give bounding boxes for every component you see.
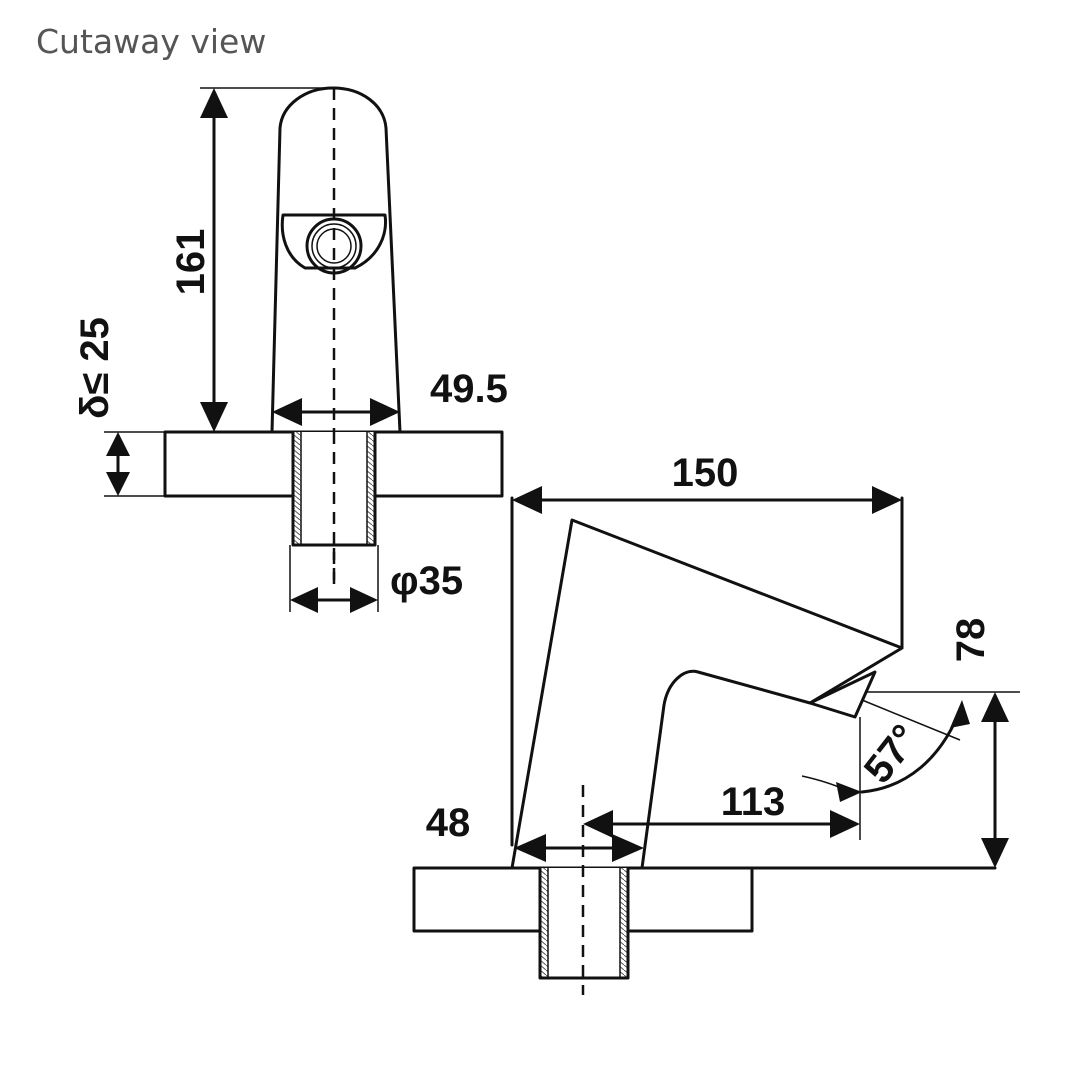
faucet-body-front [270, 86, 402, 434]
dim-angle: 57° [856, 717, 928, 792]
faucet-body-side [510, 518, 904, 870]
spout-outlet [808, 670, 877, 719]
dim-spout-width: 49.5 [430, 367, 508, 411]
dim-thickness: δ≤ 25 [73, 317, 117, 419]
dim-thread-diameter: φ35 [390, 559, 463, 603]
dim-reach: 113 [721, 780, 786, 824]
aerator-outer-ring [305, 217, 363, 275]
threaded-shank-side [538, 866, 630, 980]
view-title: Cutaway view [36, 22, 267, 61]
dim-base: 48 [426, 801, 471, 845]
threaded-shank-front [291, 430, 377, 547]
dim-height: 161 [169, 229, 213, 296]
dim-outlet-height: 78 [949, 618, 993, 663]
side-view: 150 48 113 78 57° [412, 451, 1020, 995]
dim-length: 150 [672, 451, 739, 495]
front-view: 161 δ≤ 25 49.5 φ35 [73, 86, 508, 613]
aerator-housing [280, 213, 388, 270]
